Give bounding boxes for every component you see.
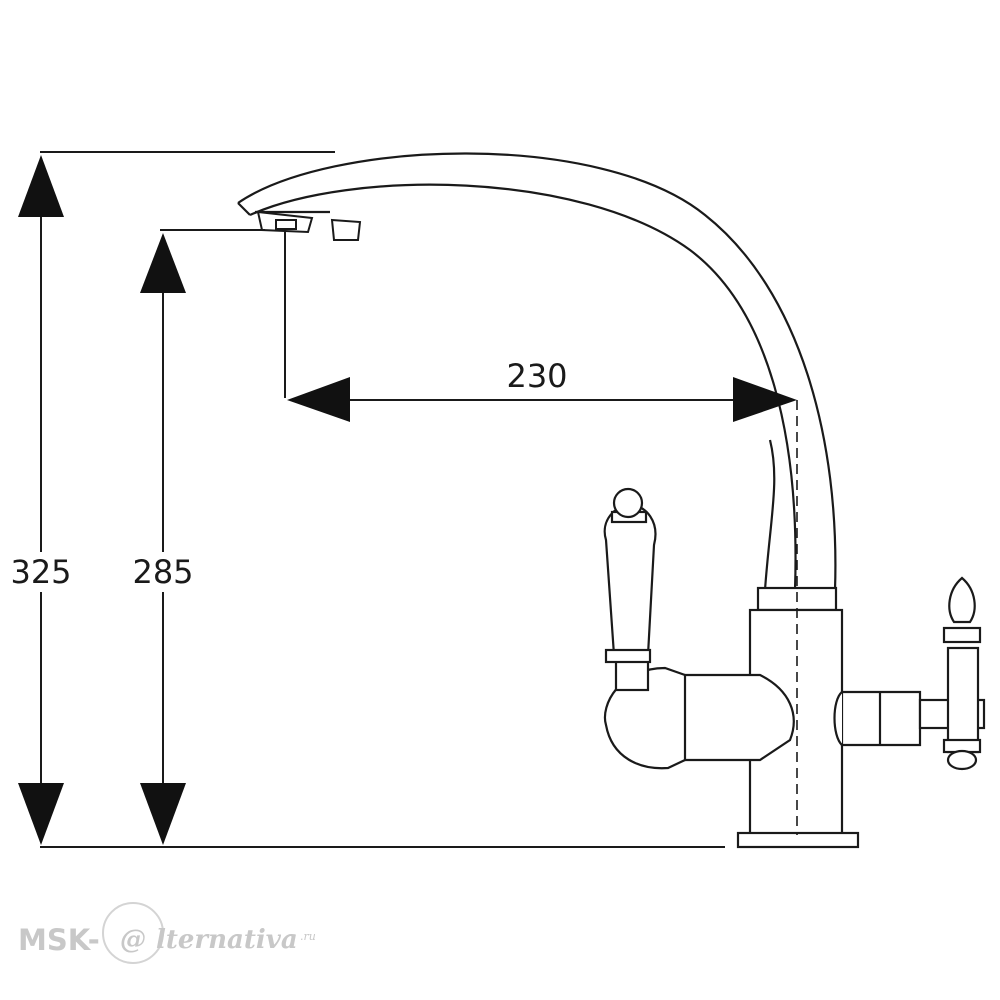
right-handle-top-finial xyxy=(948,576,976,624)
spout-neck-left xyxy=(763,439,776,591)
spout-outer-arc xyxy=(237,152,837,591)
faucet-body xyxy=(603,400,986,849)
arrow-285-top xyxy=(140,233,186,293)
right-handle-upper-ring xyxy=(942,626,982,644)
label-285-bg xyxy=(130,552,196,592)
left-valve-housing xyxy=(678,673,795,762)
left-handle-knob xyxy=(612,487,644,519)
arrow-230-right xyxy=(733,377,797,422)
watermark-tld: .ru xyxy=(300,930,316,943)
arrow-285-bottom xyxy=(140,783,186,845)
spout-outlets xyxy=(256,210,362,241)
dimension-label-325: 325 xyxy=(10,553,71,591)
dimension-label-230: 230 xyxy=(506,357,567,395)
dimension-label-285: 285 xyxy=(132,553,193,591)
watermark-at-symbol: @ xyxy=(120,925,146,955)
right-handle-bottom-knob xyxy=(946,749,978,771)
watermark-logo: MSK- @ lternativa .ru xyxy=(18,902,316,964)
spout-inner-arc xyxy=(249,183,797,591)
dimension-lines xyxy=(40,151,760,848)
filter-outlet xyxy=(330,218,362,241)
base-plate xyxy=(736,831,860,849)
watermark-at-circle xyxy=(102,902,164,964)
spout xyxy=(237,152,837,591)
arrow-325-bottom xyxy=(18,783,64,845)
right-handle-shaft xyxy=(946,646,980,754)
dimension-arrows xyxy=(18,155,797,845)
spout-tip-cap xyxy=(237,202,251,216)
left-handle-body xyxy=(603,503,657,657)
left-handle-ring xyxy=(604,648,652,664)
watermark-suffix: lternativa xyxy=(156,925,298,955)
arrow-230-left xyxy=(287,377,350,422)
watermark-prefix: MSK- xyxy=(18,923,100,957)
aerator-nozzle xyxy=(275,219,297,230)
right-valve-shoulder xyxy=(833,691,843,746)
arrow-325-top xyxy=(18,155,64,217)
label-325-bg xyxy=(10,552,72,592)
